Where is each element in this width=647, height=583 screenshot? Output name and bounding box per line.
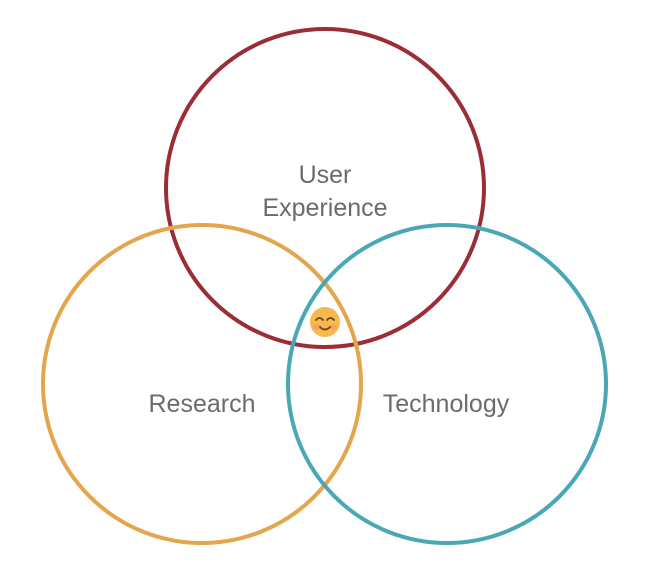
circle-research <box>41 223 363 545</box>
label-user-experience-line-1: User <box>299 161 352 189</box>
smiling-face-icon <box>310 307 340 337</box>
label-technology: Technology <box>383 390 510 418</box>
circle-user-experience <box>164 27 486 349</box>
label-research: Research <box>149 390 256 418</box>
label-user-experience-line-2: Experience <box>262 194 387 222</box>
circle-technology <box>286 223 608 545</box>
